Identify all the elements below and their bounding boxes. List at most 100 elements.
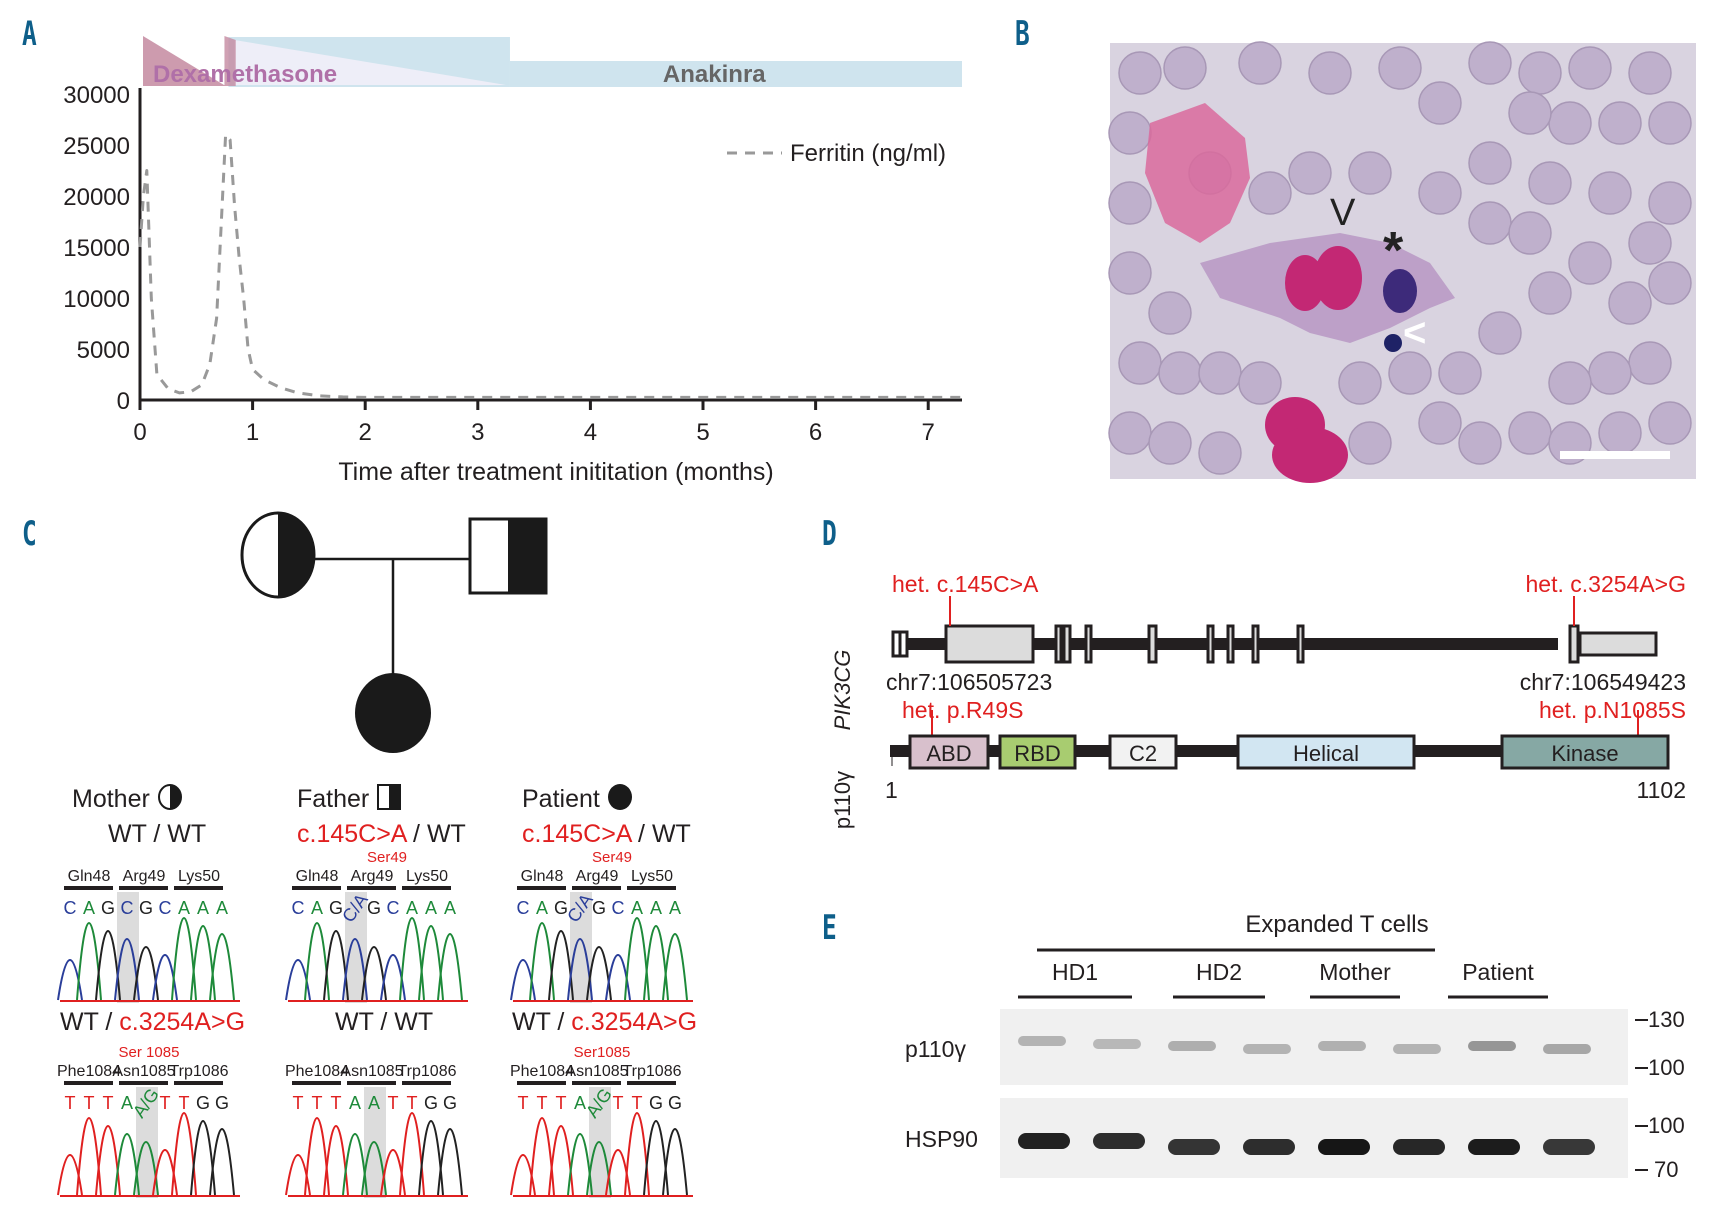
base-call: A (121, 1093, 133, 1113)
trace-peak (361, 946, 387, 1001)
mother-genotype-2: WT / c.3254A>G (60, 1008, 246, 1036)
mutation-label: Ser49 (367, 849, 407, 866)
p110-row-label: p110γ (905, 1036, 966, 1062)
trace-peak (567, 1133, 593, 1196)
rbc (1588, 351, 1632, 395)
gene-mutation-1: het. c.145C>A (892, 571, 1039, 597)
hsp90-band (1468, 1139, 1520, 1155)
base-call: T (65, 1093, 76, 1113)
patient-label: Patient (522, 783, 633, 814)
rbc (1378, 46, 1422, 90)
y-tick-label: 30000 (63, 82, 130, 109)
blot-bands (1018, 1036, 1595, 1155)
hsp90-band (1018, 1133, 1070, 1149)
rbc (1458, 421, 1502, 465)
base-call: T (331, 1093, 342, 1113)
blot-title: Expanded T cells (1245, 911, 1428, 938)
rbc (1508, 411, 1552, 455)
base-call: C (64, 898, 77, 918)
rbc (1548, 101, 1592, 145)
rbc (1348, 421, 1392, 465)
anakinra-taper (234, 40, 506, 85)
rbc (1248, 171, 1292, 215)
rbc (1508, 91, 1552, 135)
codon-label: Arg49 (123, 868, 166, 885)
x-tick-label: 1 (246, 419, 259, 446)
y-tick-label: 10000 (63, 286, 130, 313)
asterisk-marker: * (1383, 222, 1404, 280)
base-call: T (312, 1093, 323, 1113)
trace-peak (548, 1125, 574, 1196)
gene-structure (891, 596, 1658, 664)
trace-peak (57, 959, 83, 1001)
codon-label: Trp1086 (170, 1063, 229, 1080)
rbc (1648, 401, 1692, 445)
trace-peak (643, 1120, 669, 1196)
base-call: T (537, 1093, 548, 1113)
mw-marker: 100 (1648, 1055, 1685, 1080)
rbc (1648, 261, 1692, 305)
codon-label: Asn1085 (112, 1063, 175, 1080)
trace-peak (285, 959, 311, 1001)
trace-peak (171, 1112, 197, 1196)
trace-peak (57, 1154, 83, 1196)
half-filled-square-icon (377, 784, 402, 810)
base-call: T (84, 1093, 95, 1113)
hsp90-band (1393, 1139, 1445, 1155)
p110-band (1018, 1036, 1066, 1046)
p110-band (1093, 1039, 1141, 1049)
trace-peak (209, 1128, 235, 1196)
variant-highlight (345, 892, 367, 1003)
base-call: T (103, 1093, 114, 1113)
anakinra-bar (509, 61, 962, 87)
filled-circle-icon (607, 784, 632, 810)
base-call: G (215, 1093, 229, 1113)
trace-peak (114, 938, 140, 1001)
rbc (1238, 361, 1282, 405)
base-call: T (388, 1093, 399, 1113)
base-call: T (407, 1093, 418, 1113)
hsp90-band (1318, 1139, 1370, 1155)
p110-membrane (1000, 1009, 1628, 1085)
rbc (1108, 411, 1152, 455)
domain-c2 (1108, 734, 1178, 770)
ferritin-series (138, 133, 962, 399)
base-call: A (216, 898, 228, 918)
x-tick-label: 7 (922, 419, 935, 446)
hsp90-band (1093, 1133, 1145, 1149)
mutation-label: Ser49 (592, 849, 632, 866)
hsp90-band (1243, 1139, 1295, 1155)
p110-band (1393, 1044, 1441, 1054)
rbc (1108, 251, 1152, 295)
codon-label: Lys50 (406, 868, 448, 885)
rbc (1338, 361, 1382, 405)
base-call: C (159, 898, 172, 918)
dexamethasone-taper-1 (143, 36, 226, 86)
sample-group-label: HD2 (1196, 959, 1242, 985)
codon-label: Lys50 (178, 868, 220, 885)
p110-band (1468, 1041, 1516, 1051)
gene-start-coord: chr7:106505723 (886, 669, 1052, 695)
trace-peak (510, 1154, 536, 1196)
codon-label: Phe1084 (57, 1063, 121, 1080)
codon-label: Phe1084 (285, 1063, 349, 1080)
rbc (1648, 101, 1692, 145)
hsp90-band (1168, 1139, 1220, 1155)
base-call: T (160, 1093, 171, 1113)
codon-label: Gln48 (521, 868, 564, 885)
sample-group-label: Patient (1462, 959, 1534, 985)
dexamethasone-taper-2 (224, 36, 236, 86)
base-call: T (518, 1093, 529, 1113)
anakinra-label: Anakinra (663, 61, 766, 88)
base-call: A (197, 898, 209, 918)
rbc (1628, 221, 1672, 265)
base-call: C (121, 898, 134, 918)
rbc (1388, 351, 1432, 395)
base-call: T (179, 1093, 190, 1113)
base-call: G (592, 898, 606, 918)
trace-peak (76, 1117, 102, 1196)
base-call: A (669, 898, 681, 918)
